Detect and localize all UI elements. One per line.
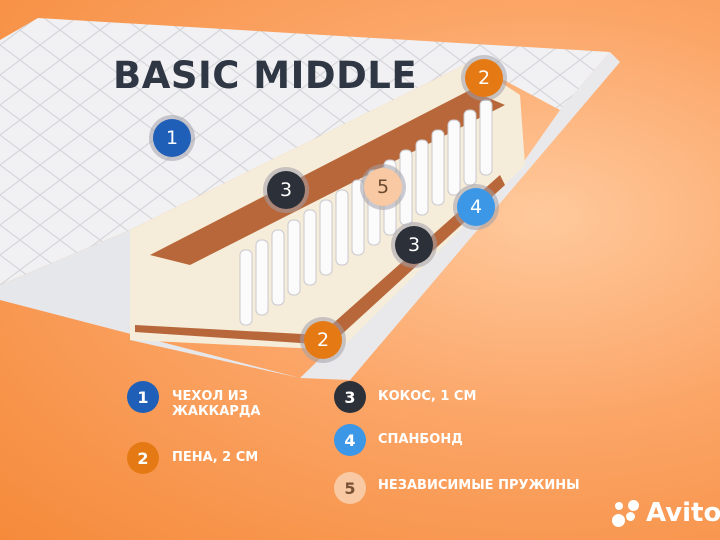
- product-title: BASIC MIDDLE: [113, 54, 418, 97]
- callout-3-top: 3: [267, 171, 305, 209]
- spring-coil: [463, 109, 477, 186]
- spring-coil: [287, 219, 301, 296]
- callout-4: 4: [457, 188, 495, 226]
- spring-coil: [415, 139, 429, 216]
- callout-3-bottom: 3: [395, 226, 433, 264]
- mattress-top: [0, 18, 610, 285]
- spring-coil: [319, 199, 333, 276]
- legend-label-2: ПЕНА, 2 СМ: [172, 450, 259, 465]
- spring-coil: [351, 179, 365, 256]
- legend-label-3: КОКОС, 1 СМ: [378, 389, 477, 404]
- legend-badge-3: 3: [334, 381, 366, 413]
- callout-5: 5: [364, 168, 402, 206]
- legend-label-4: СПАНБОНД: [378, 432, 463, 447]
- legend-badge-4: 4: [334, 424, 366, 456]
- callout-1: 1: [153, 119, 191, 157]
- spring-coil: [447, 119, 461, 196]
- coconut-bottom: [135, 175, 505, 345]
- legend-badge-2: 2: [127, 442, 159, 474]
- spring-coil: [271, 229, 285, 306]
- spring-coil: [255, 239, 269, 316]
- callout-2-top: 2: [465, 59, 503, 97]
- legend-label-5: НЕЗАВИСИМЫЕ ПРУЖИНЫ: [378, 478, 580, 493]
- springs: [239, 99, 493, 326]
- spring-coil: [335, 189, 349, 266]
- coconut-top: [150, 90, 505, 265]
- callout-2-bottom: 2: [304, 321, 342, 359]
- spring-coil: [431, 129, 445, 206]
- spring-coil: [239, 249, 253, 326]
- avito-watermark: Avito: [612, 498, 720, 528]
- avito-logo-icon: [612, 498, 642, 528]
- avito-wordmark: Avito: [646, 498, 720, 528]
- mattress-side: [0, 230, 300, 378]
- spring-coil: [303, 209, 317, 286]
- spring-coil: [479, 99, 493, 176]
- legend-badge-1: 1: [127, 381, 159, 413]
- legend-label-1: ЧЕХОЛ ИЗ ЖАККАРДА: [172, 389, 261, 419]
- legend-badge-5: 5: [334, 472, 366, 504]
